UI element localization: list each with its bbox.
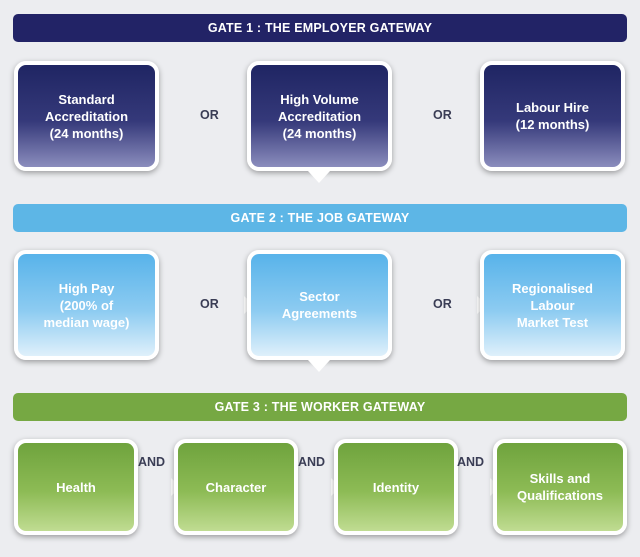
gate3-connector-3: AND <box>457 455 485 469</box>
gate2-option-high-pay: High Pay (200% of median wage) <box>14 250 159 360</box>
gate1-down-arrow <box>308 171 330 183</box>
gate3-option-identity: Identity <box>334 439 458 535</box>
gate1-option-standard-accreditation: Standard Accreditation (24 months) <box>14 61 159 171</box>
gate2-down-arrow <box>308 360 330 372</box>
gate3-option-character: Character <box>174 439 298 535</box>
gate3-banner: GATE 3 : THE WORKER GATEWAY <box>13 393 627 421</box>
gate1-connector-1: OR <box>200 108 219 122</box>
gate3-connector-2: AND <box>298 455 326 469</box>
gate2-connector-2: OR <box>433 297 452 311</box>
gate2-option-regionalised-labour-market-test: Regionalised Labour Market Test <box>480 250 625 360</box>
gate1-option-high-volume-accreditation: High Volume Accreditation (24 months) <box>247 61 392 171</box>
gate3-connector-1: AND <box>138 455 166 469</box>
gate2-connector-1: OR <box>200 297 219 311</box>
gate2-option-sector-agreements: Sector Agreements <box>247 250 392 360</box>
gate1-option-labour-hire: Labour Hire (12 months) <box>480 61 625 171</box>
gate2-banner: GATE 2 : THE JOB GATEWAY <box>13 204 627 232</box>
gate3-option-skills-and-qualifications: Skills and Qualifications <box>493 439 627 535</box>
gate3-option-health: Health <box>14 439 138 535</box>
gate1-connector-2: OR <box>433 108 452 122</box>
gate1-banner: GATE 1 : THE EMPLOYER GATEWAY <box>13 14 627 42</box>
